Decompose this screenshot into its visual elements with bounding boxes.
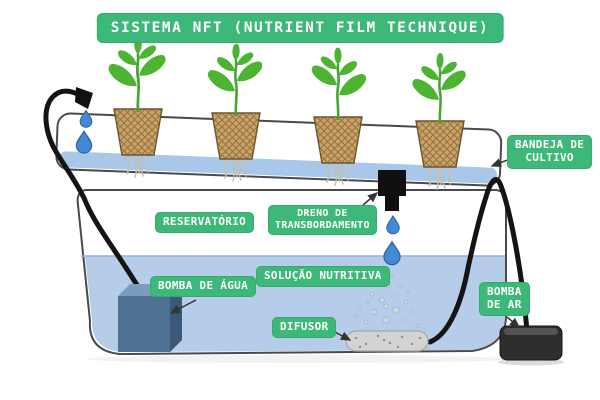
label-bandeja-de-cultivo: BANDEJA DE CULTIVO bbox=[507, 135, 593, 169]
plant bbox=[312, 47, 366, 119]
overflow-drain bbox=[378, 170, 406, 211]
net-pot bbox=[113, 108, 163, 156]
label-reservatorio: RESERVATÓRIO bbox=[155, 212, 255, 233]
label-bomba-de-ar: BOMBA DE AR bbox=[479, 282, 530, 316]
net-pot bbox=[211, 112, 261, 160]
diagram-title: SISTEMA NFT (NUTRIENT FILM TECHNIQUE) bbox=[96, 13, 504, 43]
reservoir-shadow bbox=[85, 355, 509, 363]
label-bomba-de-agua: BOMBA DE ÁGUA bbox=[150, 276, 256, 297]
plant bbox=[109, 35, 166, 111]
net-pot bbox=[313, 116, 363, 164]
plant bbox=[208, 43, 262, 115]
plant bbox=[413, 52, 466, 123]
label-solucao-nutritiva: SOLUÇÃO NUTRITIVA bbox=[256, 266, 390, 287]
net-pot bbox=[415, 120, 465, 168]
label-difusor: DIFUSOR bbox=[272, 317, 337, 338]
leader-bomba-ar bbox=[506, 316, 521, 328]
air-pump bbox=[499, 325, 563, 361]
leader-bomba-agua bbox=[169, 299, 197, 314]
drip-nozzle bbox=[75, 87, 93, 109]
air-hose bbox=[427, 177, 530, 345]
label-dreno-de-transbordamento: DRENO DE TRANSBORDAMENTO bbox=[268, 205, 377, 235]
air-bubbles bbox=[354, 273, 420, 328]
diffuser bbox=[345, 330, 429, 352]
water-hose bbox=[43, 88, 149, 303]
leader-dreno bbox=[362, 192, 379, 206]
